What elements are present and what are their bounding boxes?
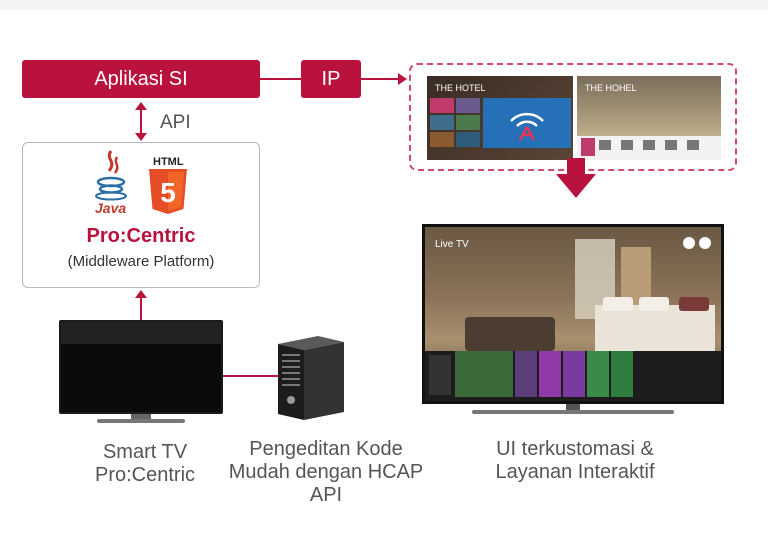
live-tv-label: Live TV [435,239,469,250]
api-arrow-down-icon [135,133,147,141]
caption-ui-line2: Layanan Interaktif [495,461,655,483]
caption-ui: UI terkustomasi & Layanan Interaktif [466,438,684,484]
tv-middleware-connector [140,296,142,322]
java-label: Java [95,200,127,216]
server-icon [278,336,344,420]
java-logo-icon [95,150,127,201]
wifi-signal-icon [510,112,544,141]
si-ip-connector [260,78,301,80]
caption-hcap-line1: Pengeditan Kode [249,438,403,460]
down-arrow-icon [556,158,596,198]
ip-box: IP [301,60,361,98]
ip-arrow-icon [398,73,407,85]
right-hotel-label: THE HOHEL [585,83,637,93]
caption-hcap-line3: API [309,484,343,506]
api-connector [140,106,142,136]
tv-server-connector [223,375,278,377]
ip-screen-connector [361,78,399,80]
html5-digit: 5 [160,177,176,208]
caption-smart-tv-line1: Smart TV [102,441,188,463]
procentric-label: Pro:Centric [86,225,196,247]
big-tv-stand [566,404,580,412]
caption-ui-line1: UI terkustomasi & [496,438,654,460]
html-label: HTML [153,156,184,168]
left-hotel-label: THE HOTEL [435,83,486,93]
middleware-box: Java HTML 5 Pro:Centric (Middleware Plat… [22,142,260,288]
hotel-screen-left: THE HOTEL [427,76,573,160]
big-tv-base [472,410,674,414]
ip-label: IP [321,67,341,90]
caption-hcap: Pengeditan Kode Mudah dengan HCAP API [212,438,440,507]
smart-tv-icon [59,320,223,423]
app-si-box: Aplikasi SI [22,60,260,98]
big-tv-screen: Live TV [425,227,721,401]
api-label: API [160,112,191,133]
api-arrow-up-icon [135,102,147,110]
hotel-screen-right: THE HOHEL [577,76,721,160]
app-si-label: Aplikasi SI [94,67,188,90]
caption-smart-tv-line2: Pro:Centric [94,464,196,486]
big-tv: Live TV [422,224,724,404]
middleware-label: (Middleware Platform) [67,253,215,270]
tv-arrow-up-icon [135,290,147,298]
top-strip [0,0,768,10]
html5-logo-icon: 5 [149,169,187,214]
caption-hcap-line2: Mudah dengan HCAP [228,461,424,483]
caption-smart-tv: Smart TV Pro:Centric [70,441,220,487]
